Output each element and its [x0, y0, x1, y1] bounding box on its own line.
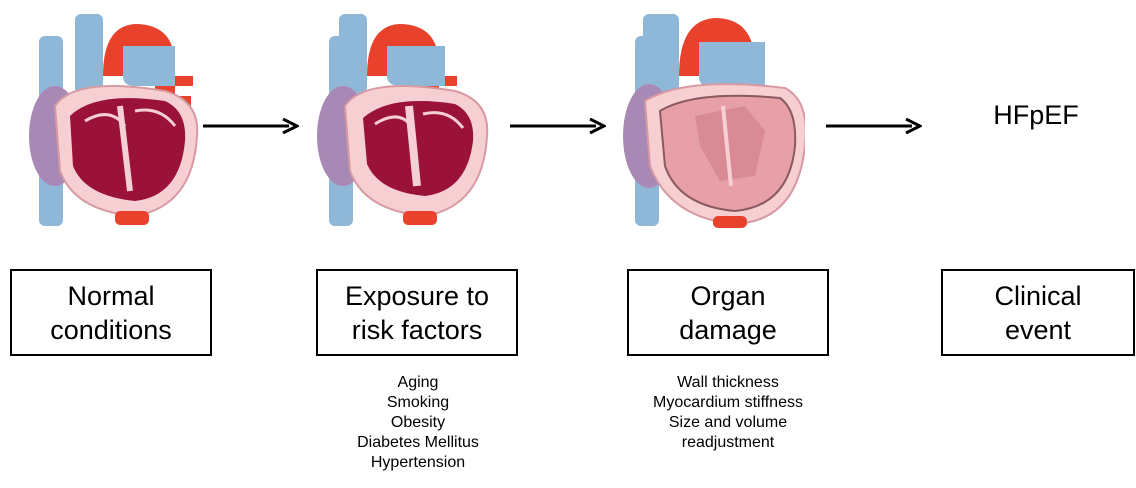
heart-damaged-illustration	[615, 6, 805, 231]
list-item: Smoking	[318, 393, 518, 413]
list-item: Wall thickness	[618, 373, 838, 393]
stage-box-exposure: Exposure to risk factors	[316, 269, 518, 356]
heart-risk-exposure-illustration	[305, 6, 495, 231]
arrow-3	[826, 118, 922, 134]
list-item: readjustment	[618, 433, 838, 453]
arrow-1	[203, 118, 299, 134]
stage-label: Normal conditions	[50, 279, 172, 347]
stage-box-organ-damage: Organ damage	[627, 269, 829, 356]
stage-label: Exposure to risk factors	[345, 279, 489, 347]
arrow-2	[510, 118, 606, 134]
list-item: Diabetes Mellitus	[318, 433, 518, 453]
outcome-label: HFpEF	[966, 100, 1106, 131]
risk-factor-list: Aging Smoking Obesity Diabetes Mellitus …	[318, 373, 518, 473]
stage-label: Clinical event	[994, 279, 1081, 347]
list-item: Myocardium stiffness	[618, 393, 838, 413]
list-item: Aging	[318, 373, 518, 393]
stage-box-clinical-event: Clinical event	[941, 269, 1135, 356]
stage-label: Organ damage	[679, 279, 777, 347]
list-item: Size and volume	[618, 413, 838, 433]
organ-damage-list: Wall thickness Myocardium stiffness Size…	[618, 373, 838, 453]
heart-normal-illustration	[15, 6, 205, 231]
list-item: Obesity	[318, 413, 518, 433]
list-item: Hypertension	[318, 453, 518, 473]
stage-box-normal: Normal conditions	[10, 269, 212, 356]
